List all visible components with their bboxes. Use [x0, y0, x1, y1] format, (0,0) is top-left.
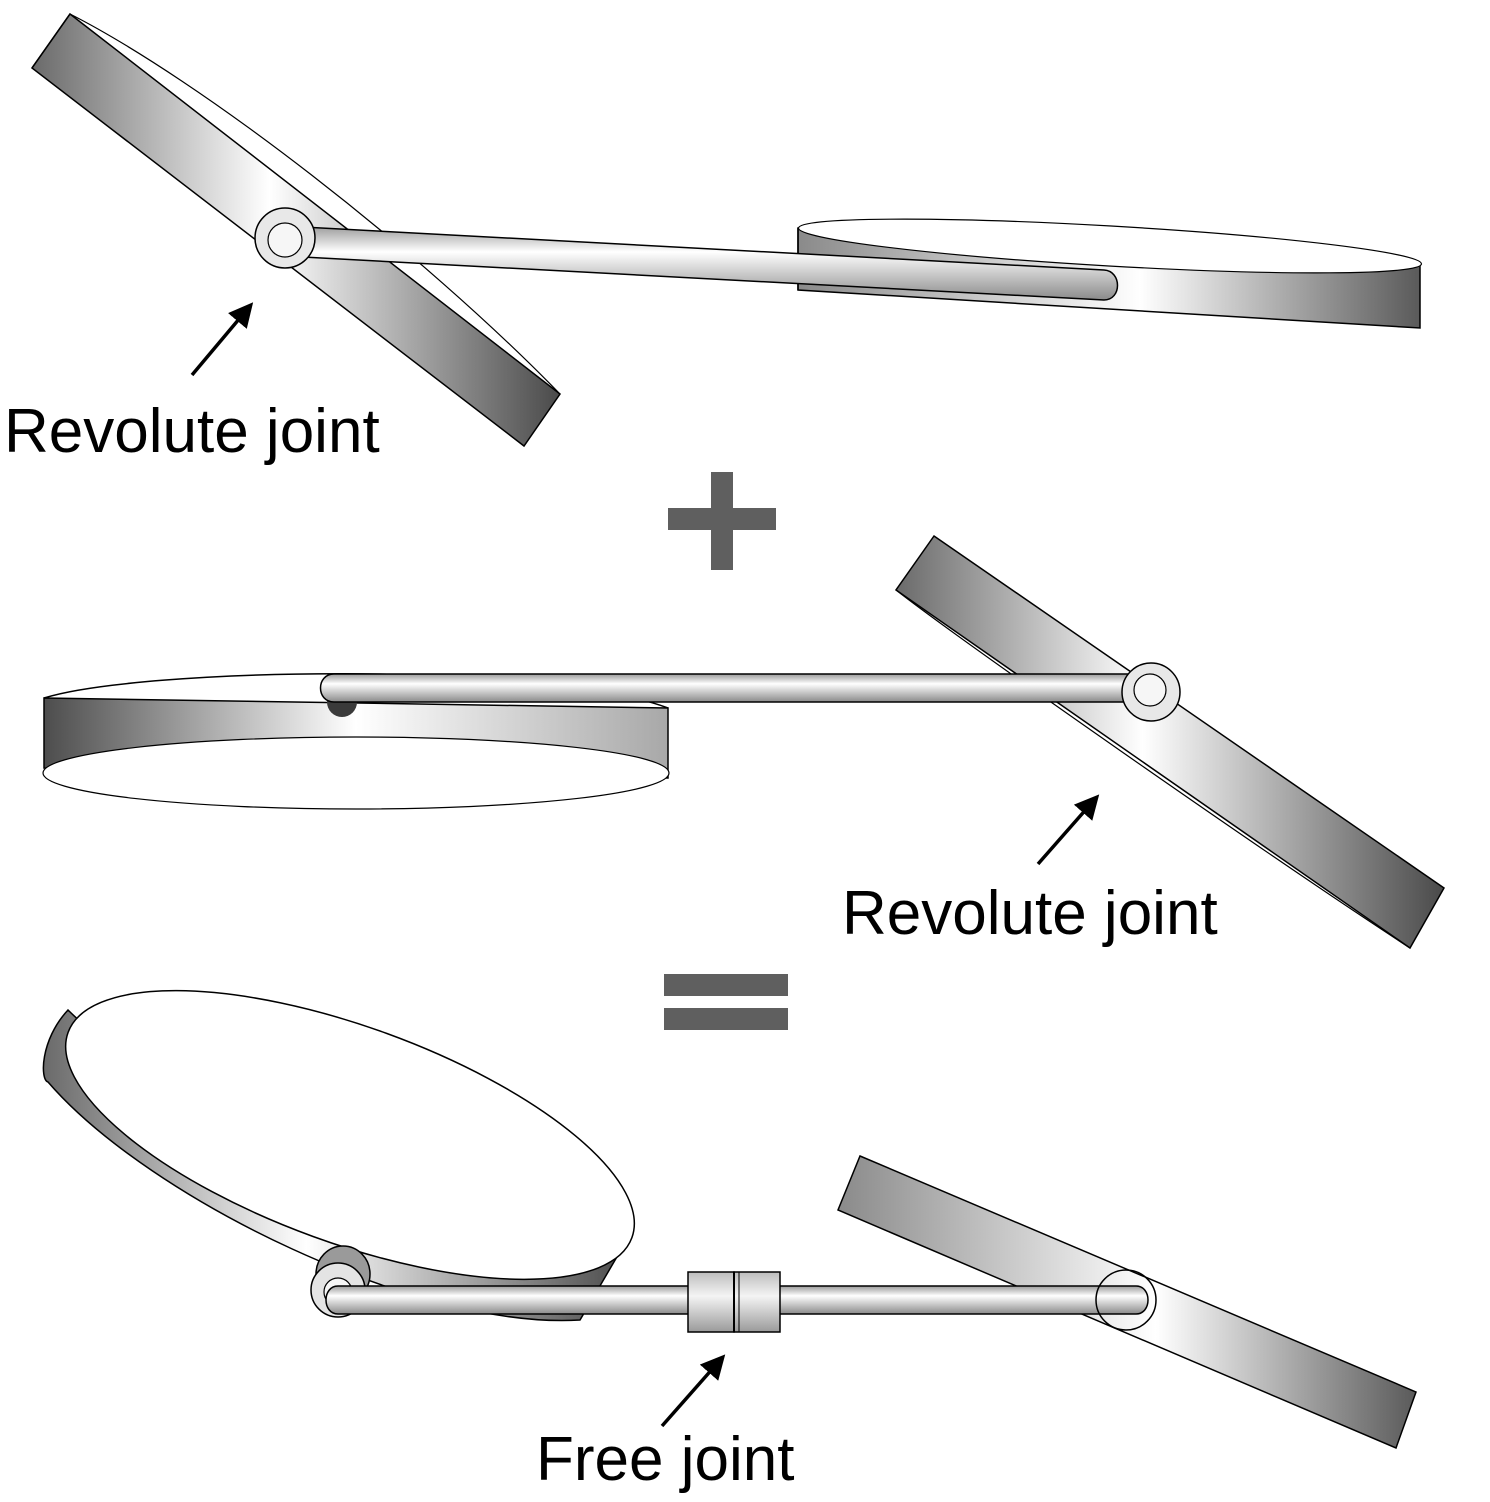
top-revolute-arrow [190, 302, 254, 377]
equals-sign [664, 974, 788, 1030]
middle-revolute-label: Revolute joint [842, 879, 1218, 948]
middle-revolute-joint [1121, 662, 1181, 722]
middle-left-ring [42, 673, 670, 810]
bottom-assembly: Free joint [42, 989, 1417, 1494]
free-joint-label: Free joint [536, 1425, 794, 1494]
middle-assembly: Revolute joint [42, 534, 1445, 950]
top-revolute-label: Revolute joint [4, 397, 380, 466]
top-revolute-joint [254, 207, 316, 269]
plus-sign [668, 472, 776, 570]
bottom-right-collar [1095, 1269, 1157, 1331]
free-joint [687, 1271, 781, 1333]
middle-right-ring [894, 534, 1445, 950]
top-assembly: Revolute joint [4, 12, 1423, 466]
free-joint-arrow [660, 1354, 726, 1428]
middle-revolute-arrow [1036, 794, 1100, 866]
